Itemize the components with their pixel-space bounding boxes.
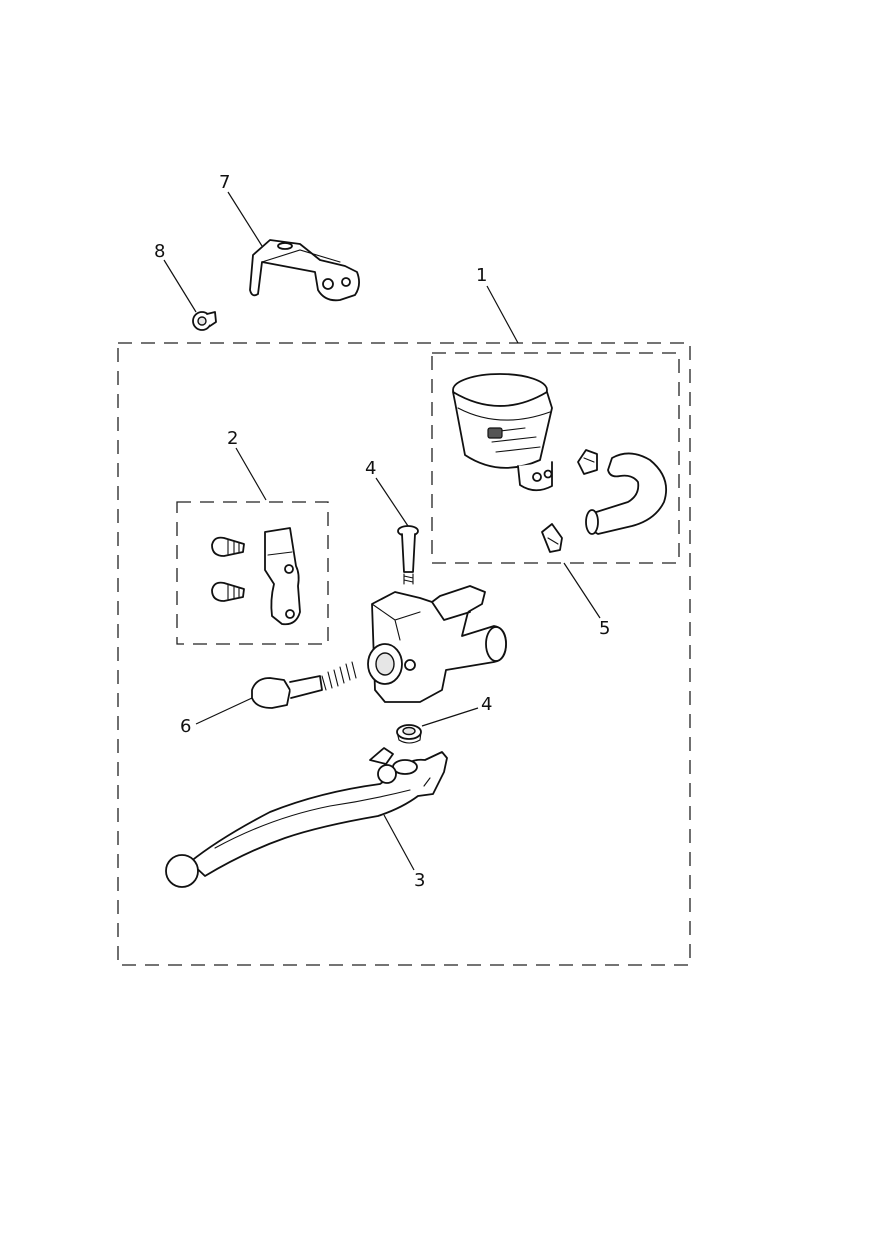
kit-5-reservoir-boundary bbox=[431, 352, 680, 564]
piston-part-6[interactable] bbox=[251, 661, 357, 709]
callout-3: 3 bbox=[414, 870, 425, 891]
nut-part-4[interactable] bbox=[396, 724, 422, 744]
screw-part-8[interactable] bbox=[192, 311, 217, 331]
callout-1: 1 bbox=[476, 265, 487, 286]
kit-1-boundary bbox=[117, 342, 691, 966]
master-cylinder-body[interactable] bbox=[367, 585, 507, 703]
callout-5: 5 bbox=[599, 618, 610, 639]
callout-6: 6 bbox=[180, 716, 191, 737]
kit-2-clamp-boundary bbox=[176, 501, 329, 645]
callout-2: 2 bbox=[227, 428, 238, 449]
clamp-part-2[interactable] bbox=[211, 527, 301, 626]
reservoir-part-5[interactable] bbox=[452, 373, 668, 553]
callout-4-nut: 4 bbox=[481, 694, 492, 715]
bracket-part-7[interactable] bbox=[249, 239, 360, 302]
pivot-bolt-part-4[interactable] bbox=[397, 525, 419, 585]
callout-7: 7 bbox=[219, 172, 230, 193]
lever-part-3[interactable] bbox=[165, 747, 448, 888]
callout-8: 8 bbox=[154, 241, 165, 262]
callout-4-bolt: 4 bbox=[365, 458, 376, 479]
